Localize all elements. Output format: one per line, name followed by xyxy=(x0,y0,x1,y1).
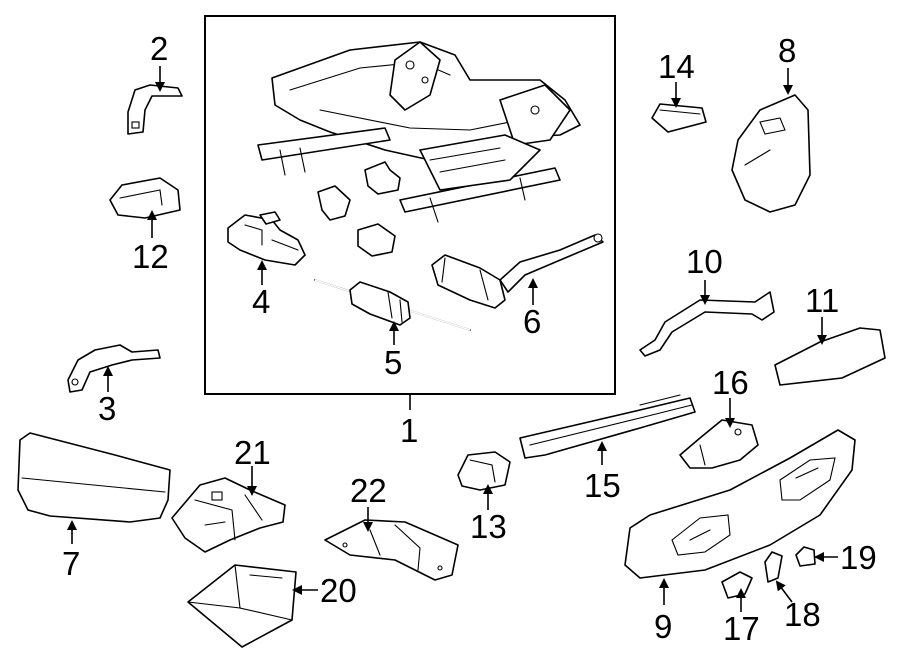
part-2-bracket[interactable] xyxy=(127,84,183,135)
part-7-cover[interactable] xyxy=(17,432,171,523)
pin[interactable] xyxy=(317,185,351,221)
callout-8[interactable]: 8 xyxy=(778,32,796,69)
part-14-clip[interactable] xyxy=(651,103,707,133)
part-18-knob[interactable] xyxy=(764,551,783,583)
callout-2[interactable]: 2 xyxy=(150,30,168,67)
callout-11[interactable]: 11 xyxy=(805,282,839,319)
callout-18[interactable]: 18 xyxy=(784,596,821,633)
callout-14[interactable]: 14 xyxy=(658,48,695,85)
part-8-shield[interactable] xyxy=(731,94,811,213)
part-11-trim[interactable] xyxy=(774,327,886,386)
stop-block[interactable] xyxy=(364,161,401,195)
part-19-knob[interactable] xyxy=(795,546,816,567)
callout-21[interactable]: 21 xyxy=(234,434,271,471)
callout-4[interactable]: 4 xyxy=(252,283,270,320)
part-21-bracket[interactable] xyxy=(171,477,286,553)
part-12-guide-block[interactable] xyxy=(109,177,181,219)
callout-17[interactable]: 17 xyxy=(723,610,760,647)
callout-5[interactable]: 5 xyxy=(384,344,402,381)
part-15-seat-track[interactable] xyxy=(519,394,696,459)
part-22-mounting-plate[interactable] xyxy=(324,519,459,581)
part-13-clip[interactable] xyxy=(457,451,511,491)
part-6-motor-with-rod[interactable] xyxy=(431,233,604,309)
callout-9[interactable]: 9 xyxy=(654,608,672,645)
part-17-knob[interactable] xyxy=(721,571,753,599)
callout-13[interactable]: 13 xyxy=(470,508,507,545)
part-10-rod[interactable] xyxy=(639,291,775,357)
part-20-control-module[interactable] xyxy=(187,564,297,648)
callout-3[interactable]: 3 xyxy=(98,390,116,427)
callout-6[interactable]: 6 xyxy=(523,303,541,340)
callout-7[interactable]: 7 xyxy=(62,545,80,582)
clip-block[interactable] xyxy=(357,223,396,257)
callout-22[interactable]: 22 xyxy=(350,472,387,509)
callout-10[interactable]: 10 xyxy=(686,243,723,280)
part-3-bracket[interactable] xyxy=(67,344,161,393)
part-5-drive-shaft[interactable] xyxy=(314,279,471,331)
callout-12[interactable]: 12 xyxy=(132,238,169,275)
callout-16[interactable]: 16 xyxy=(712,364,749,401)
part-4-motor[interactable] xyxy=(227,211,306,266)
part-9-side-panel[interactable] xyxy=(624,429,856,579)
part-16-bracket[interactable] xyxy=(679,419,759,469)
callout-19[interactable]: 19 xyxy=(840,539,877,576)
leader-18 xyxy=(775,580,793,603)
callout-15[interactable]: 15 xyxy=(584,467,621,504)
callout-1[interactable]: 1 xyxy=(400,412,418,449)
callout-20[interactable]: 20 xyxy=(320,572,357,609)
seat-frame[interactable] xyxy=(257,41,581,223)
